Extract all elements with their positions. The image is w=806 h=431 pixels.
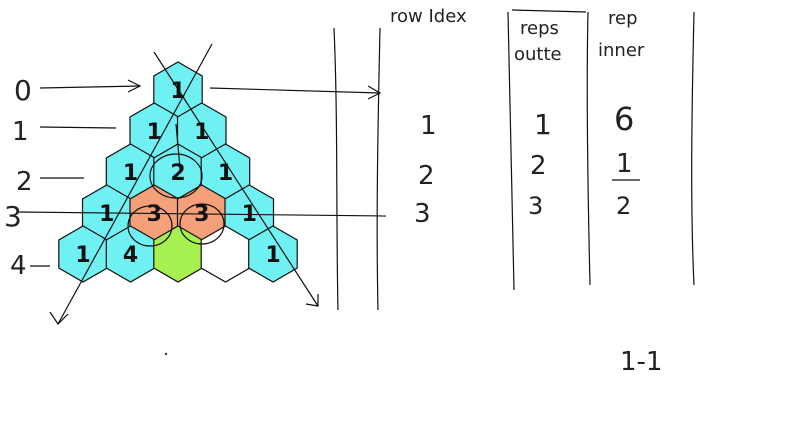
table-line-3 xyxy=(507,11,515,291)
diagonal-left xyxy=(57,43,213,325)
hex-value-r4-c0: 1 xyxy=(75,243,90,268)
header-reps-outer-2: outte xyxy=(514,44,562,65)
row-label-0: 0 xyxy=(14,74,32,107)
header-rep-inner-2: inner xyxy=(598,40,645,61)
table-line-1 xyxy=(333,27,339,311)
header-reps-outer-1: reps xyxy=(520,18,559,39)
row-label-1: 1 xyxy=(12,117,29,147)
top-long-arrow xyxy=(209,87,381,94)
row-labels: 0 1 2 3 4 xyxy=(4,74,33,281)
hex-cell-r4-c4 xyxy=(248,225,298,283)
diagonal-strokes xyxy=(49,43,319,325)
hex-value-r1-c1: 1 xyxy=(194,120,209,145)
hex-value-r4-c1: 4 xyxy=(123,243,138,268)
hex-value-r1-c0: 1 xyxy=(147,120,162,145)
table-rules xyxy=(333,11,695,311)
circle-around-3-left xyxy=(127,205,173,247)
cell-reps-outer-1: 1 xyxy=(534,108,552,141)
table-line-4 xyxy=(586,11,591,286)
header-rep-inner-1: rep xyxy=(608,8,638,29)
hex-value-r3-c0: 1 xyxy=(99,202,114,227)
circle-around-3-right xyxy=(179,203,225,245)
cell-reps-outer-3: 3 xyxy=(528,192,543,220)
hex-value-r4-c4: 1 xyxy=(265,243,280,268)
cell-rep-inner-1: 6 xyxy=(614,100,634,138)
row-0-arrow xyxy=(39,85,141,89)
header-underline xyxy=(511,9,587,13)
diagonal-right-arrowhead xyxy=(305,294,319,307)
top-long-arrowhead xyxy=(367,85,382,100)
cell-rep-inner-3: 2 xyxy=(616,192,631,220)
center-stroke xyxy=(175,123,181,169)
hex-value-r0-c0: 1 xyxy=(170,79,185,104)
footnote: 1-1 xyxy=(620,347,662,377)
hex-value-r2-c0: 1 xyxy=(123,161,138,186)
table-line-5 xyxy=(691,11,695,286)
hex-value-r2-c1: 2 xyxy=(170,161,185,186)
diagonal-left-arrowhead xyxy=(49,311,69,325)
row-pointer-lines xyxy=(17,79,387,267)
row-label-4: 4 xyxy=(10,251,27,281)
diagonal-right xyxy=(153,51,319,307)
cell-row-index-1: 1 xyxy=(420,111,437,141)
row-label-2: 2 xyxy=(16,167,33,197)
cell-reps-outer-2: 2 xyxy=(530,151,547,181)
table-headers: row Idex reps outte rep inner xyxy=(390,6,645,65)
circle-around-2 xyxy=(149,153,203,199)
row-1-pointer xyxy=(39,126,117,129)
table-line-2 xyxy=(376,27,381,311)
hex-value-r3-c1: 3 xyxy=(147,202,162,227)
cell-rep-inner-2: 1 xyxy=(616,149,633,179)
cell-row-index-2: 2 xyxy=(418,161,435,191)
cell-row-index-3: 3 xyxy=(414,199,431,229)
hex-value-r2-c2: 1 xyxy=(218,161,233,186)
row-0-arrowhead xyxy=(127,79,142,93)
header-row-index: row Idex xyxy=(390,6,467,27)
stray-dot xyxy=(164,352,168,356)
table-body: 1 2 3 1 2 3 6 1 2 xyxy=(414,100,640,229)
row-label-3: 3 xyxy=(4,200,22,233)
row-3-long-line xyxy=(17,211,387,217)
